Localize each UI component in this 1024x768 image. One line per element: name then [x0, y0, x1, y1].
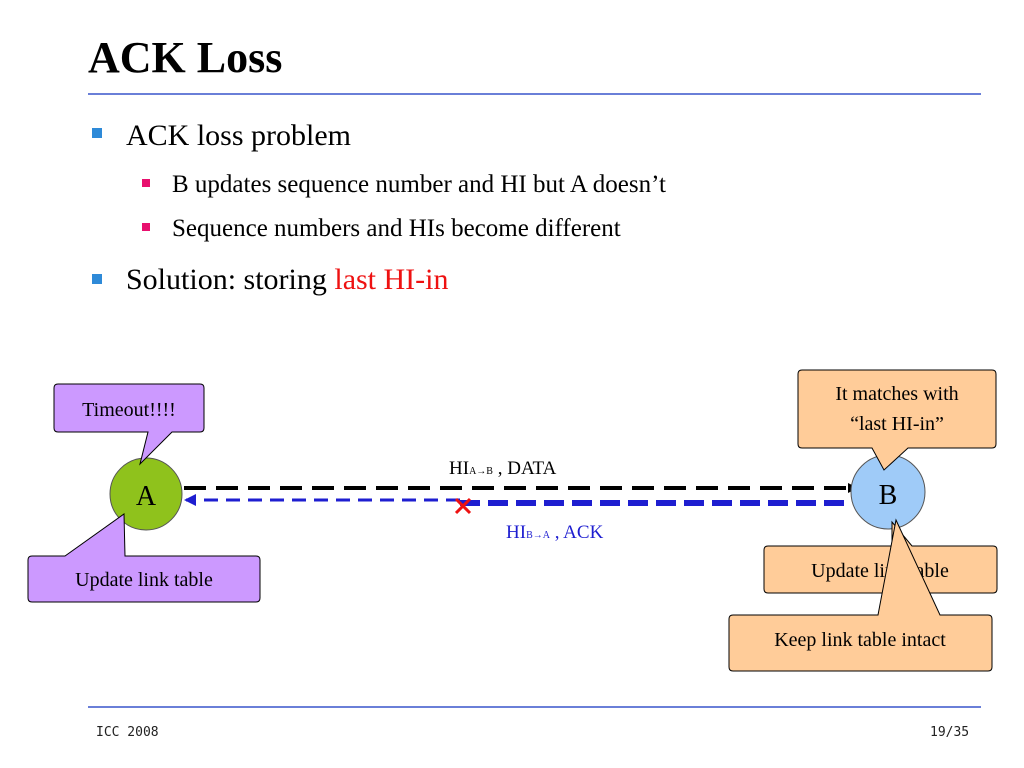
sub-bullet-b-updates: B updates sequence number and HI but A d…	[172, 171, 666, 198]
sub-bullet-marker	[142, 223, 150, 231]
bullet-marker	[92, 128, 102, 138]
callout-update-b-text: Update link table	[811, 560, 949, 582]
slide-title: ACK Loss	[88, 33, 283, 82]
footer-conference: ICC 2008	[96, 725, 159, 740]
callout-keep	[728, 518, 993, 672]
callout-timeout-text: Timeout!!!!	[82, 399, 176, 421]
ack-message-label: HIB→A , ACK	[506, 522, 604, 543]
node-a-label: A	[136, 481, 157, 512]
solution-text: Solution: storing	[126, 263, 335, 296]
node-b-label: B	[879, 480, 898, 511]
callout-timeout	[53, 383, 205, 466]
bullet-solution: Solution: storing last HI-in	[126, 262, 449, 298]
callout-match-line1: It matches with	[835, 383, 958, 405]
callout-update-a-text: Update link table	[75, 569, 213, 591]
callout-update-a	[27, 513, 261, 603]
callout-keep-text: Keep link table intact	[774, 629, 946, 651]
footer-page-number: 19/35	[930, 725, 970, 740]
title-divider	[88, 93, 981, 95]
ack-loss-mark	[454, 497, 472, 515]
callout-update-b	[763, 520, 998, 594]
callout-match	[797, 369, 997, 471]
sub-bullet-numbers-differ: Sequence numbers and HIs become differen…	[172, 215, 621, 242]
data-message-label: HIA→B , DATA	[449, 458, 557, 479]
solution-highlight: last HI-in	[334, 263, 449, 296]
bullet-ack-loss-problem: ACK loss problem	[126, 119, 351, 152]
sub-bullet-marker	[142, 179, 150, 187]
bullet-marker	[92, 274, 102, 284]
callout-match-line2: “last HI-in”	[850, 413, 944, 435]
footer-divider	[88, 706, 981, 708]
